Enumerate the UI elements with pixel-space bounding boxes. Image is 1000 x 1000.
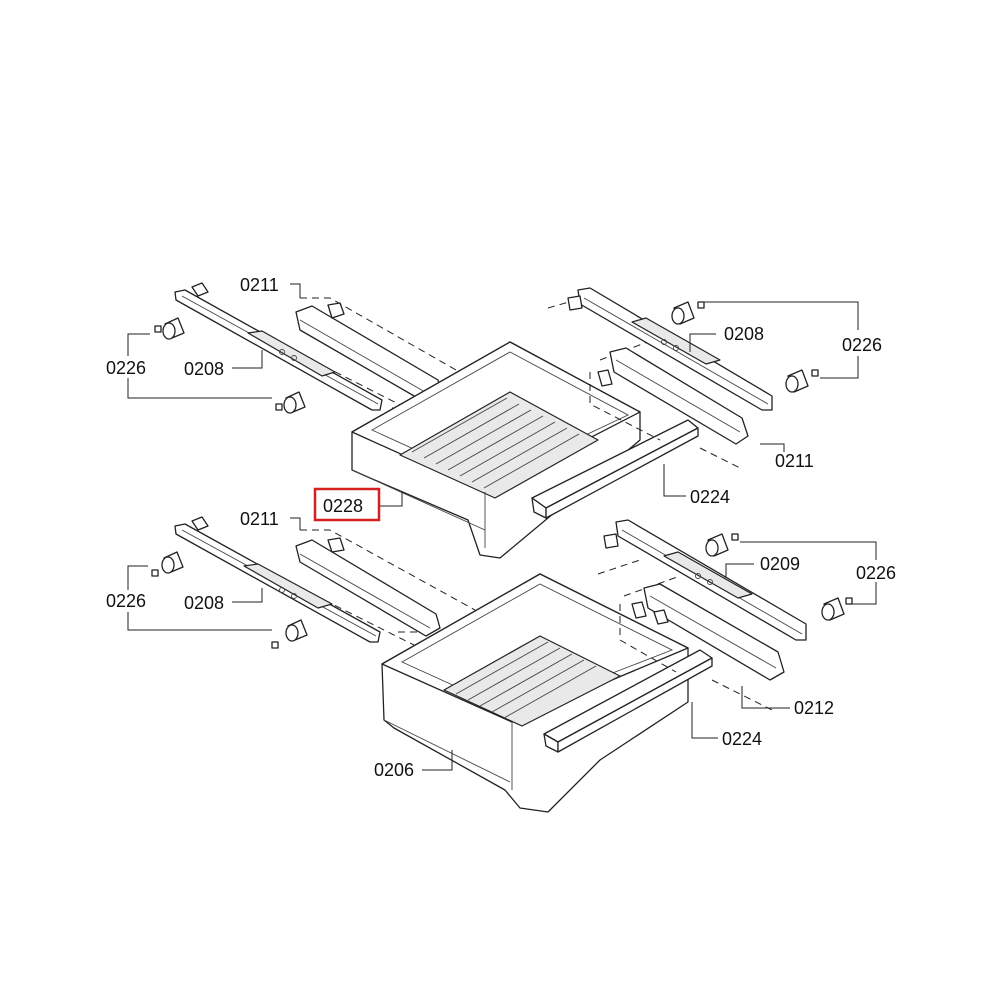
lower-right-bushing-top (705, 533, 739, 557)
lower-left-bushing-top (151, 551, 184, 577)
upper-left-clip (191, 282, 209, 297)
callout-0209: 0209 (760, 554, 800, 574)
upper-left-bushing-bottom (275, 391, 306, 414)
lower-right-bushing-bottom (821, 597, 853, 621)
upper-left-bushing-top (154, 317, 185, 340)
lower-right-clip (603, 533, 619, 549)
lower-crisper-drawer (381, 573, 689, 813)
upper-right-bushing-top (671, 301, 705, 325)
upper-assembly (154, 282, 819, 559)
callout-0206: 0206 (374, 760, 414, 780)
upper-right-rail-support (597, 347, 749, 445)
callout-0208-upper-left: 0208 (184, 359, 224, 379)
callout-0224-upper: 0224 (690, 487, 730, 507)
callout-0208-lower-left: 0208 (184, 593, 224, 613)
lower-right-rail-support (631, 583, 785, 681)
leader-lines (127, 283, 877, 771)
lower-assembly (151, 516, 853, 813)
callout-0208-upper-right: 0208 (724, 324, 764, 344)
callout-0224-lower: 0224 (722, 729, 762, 749)
callout-0226-lower-right: 0226 (856, 563, 896, 583)
upper-drawer-floor-ribs (411, 397, 580, 489)
callout-labels: 0211 0226 0208 0208 0226 0211 0224 0228 … (106, 275, 896, 780)
lower-left-clip (191, 516, 209, 531)
upper-drawer-handle (531, 419, 699, 519)
upper-right-runner-rail (577, 287, 773, 411)
lower-drawer-handle (543, 649, 713, 753)
callout-0226-upper-right: 0226 (842, 335, 882, 355)
lower-left-runner-rail (174, 523, 381, 643)
callout-0211-upper-right: 0211 (775, 451, 814, 471)
callout-0228-highlight-box (313, 487, 381, 522)
callout-0226-lower-left: 0226 (106, 591, 146, 611)
callout-0211-upper-left: 0211 (240, 275, 279, 295)
callout-0228: 0228 (323, 496, 363, 516)
lower-left-bushing-bottom (271, 619, 308, 649)
lower-left-rail-support (295, 537, 441, 637)
upper-crisper-drawer (351, 341, 641, 559)
upper-right-clip (567, 295, 583, 311)
lower-drawer-floor-ribs (455, 641, 597, 719)
upper-left-runner-rail (174, 289, 383, 411)
callout-0212: 0212 (794, 698, 834, 718)
lower-right-runner-rail (615, 519, 807, 641)
callout-0211-lower-left: 0211 (240, 509, 279, 529)
callout-0226-upper-left: 0226 (106, 358, 146, 378)
upper-right-bushing-bottom (785, 369, 819, 393)
